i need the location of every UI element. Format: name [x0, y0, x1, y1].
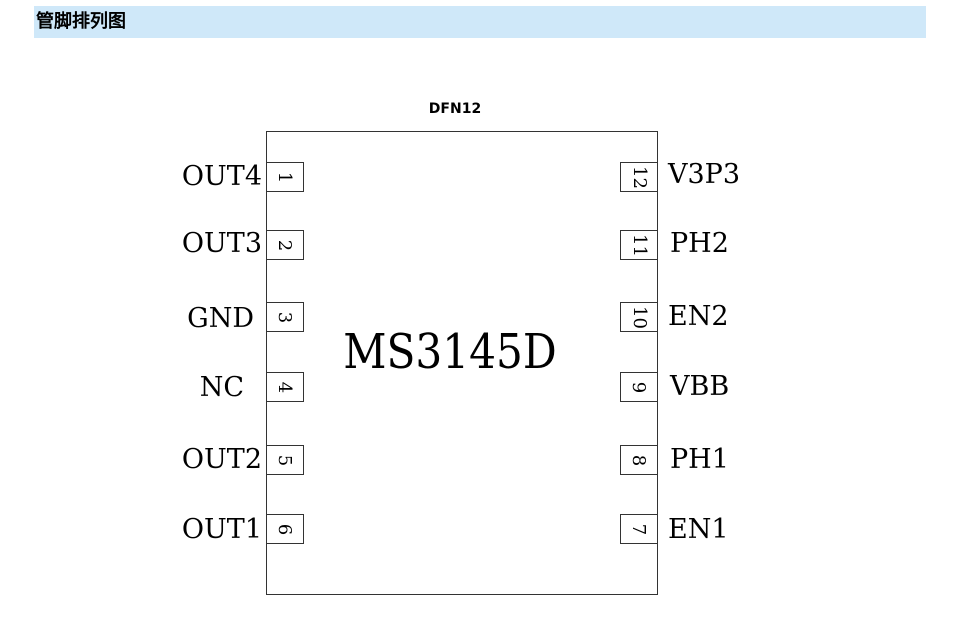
package-name: DFN12 [428, 101, 482, 117]
pin-number-8: 8 [628, 454, 650, 466]
pin-number-4: 4 [274, 381, 296, 393]
pin-name-10: EN2 [668, 301, 729, 332]
pin-number-5: 5 [274, 454, 296, 466]
pin-number-2: 2 [274, 239, 296, 251]
pin-box-9: 9 [620, 372, 658, 402]
pin-box-8: 8 [620, 445, 658, 475]
pin-name-5: OUT2 [181, 444, 262, 475]
pin-box-11: 11 [620, 230, 658, 260]
pin-name-8: PH1 [670, 444, 729, 475]
pin-name-4: NC [199, 372, 244, 403]
pin-number-12: 12 [628, 165, 650, 189]
pin-number-10: 10 [628, 305, 650, 329]
pin-box-6: 6 [266, 514, 304, 544]
pin-number-7: 7 [628, 523, 650, 535]
pin-name-7: EN1 [668, 514, 729, 545]
pin-box-7: 7 [620, 514, 658, 544]
pin-number-11: 11 [628, 233, 650, 257]
pin-name-9: VBB [670, 371, 730, 402]
pin-name-12: V3P3 [668, 159, 741, 190]
pin-box-5: 5 [266, 445, 304, 475]
part-number: MS3145D [343, 324, 557, 380]
pin-number-9: 9 [628, 381, 650, 393]
pin-name-11: PH2 [670, 228, 729, 259]
chip-outline [266, 131, 658, 595]
pin-number-6: 6 [274, 523, 296, 535]
pin-number-3: 3 [274, 311, 296, 323]
pin-name-6: OUT1 [181, 514, 262, 545]
pin-number-1: 1 [274, 171, 296, 183]
pin-name-2: OUT3 [181, 228, 262, 259]
pin-box-2: 2 [266, 230, 304, 260]
pin-box-1: 1 [266, 162, 304, 192]
pin-box-3: 3 [266, 302, 304, 332]
pin-box-4: 4 [266, 372, 304, 402]
pin-box-10: 10 [620, 302, 658, 332]
pin-name-1: OUT4 [181, 161, 262, 192]
section-header: 管脚排列图 [34, 6, 926, 38]
pin-name-3: GND [187, 303, 254, 334]
pin-box-12: 12 [620, 162, 658, 192]
section-title: 管脚排列图 [36, 11, 126, 32]
